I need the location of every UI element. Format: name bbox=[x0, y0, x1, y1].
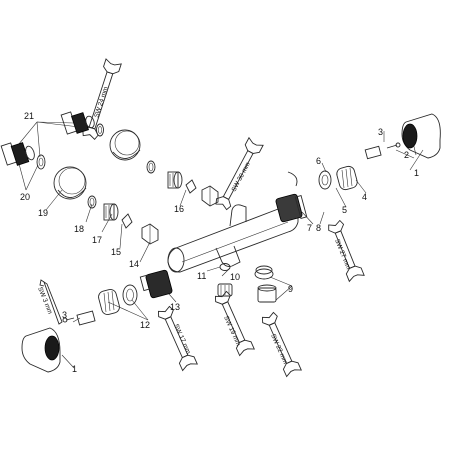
cone-15 bbox=[121, 213, 133, 229]
wrench-sw22-label: SW 22 mm bbox=[269, 333, 288, 365]
oring-10 bbox=[219, 263, 231, 271]
thermostat-cartridge-7 bbox=[275, 171, 308, 223]
mixer-body bbox=[167, 204, 299, 273]
nut-14-lower bbox=[141, 223, 159, 245]
check-valve-17-lower bbox=[103, 203, 119, 221]
strainer-18-lower bbox=[87, 195, 97, 209]
part-labels: 21 20 19 18 17 15 14 16 3 2 1 6 4 5 7 8 … bbox=[20, 111, 419, 374]
aerator-9-lower bbox=[257, 284, 277, 303]
screw-2-right bbox=[386, 142, 401, 149]
label-2: 2 bbox=[404, 150, 409, 160]
label-21: 21 bbox=[24, 111, 34, 121]
connector-left-upper bbox=[60, 111, 95, 135]
cone-16 bbox=[185, 179, 197, 194]
label-18: 18 bbox=[74, 224, 84, 234]
label-1-right: 1 bbox=[414, 168, 419, 178]
escutcheon-upper bbox=[109, 129, 141, 161]
label-14: 14 bbox=[129, 259, 139, 269]
diverter-cartridge-13 bbox=[139, 269, 173, 299]
label-19: 19 bbox=[38, 208, 48, 218]
ring-6 bbox=[318, 170, 332, 190]
wrench-sw17: SW 17 mm bbox=[157, 305, 198, 372]
label-15: 15 bbox=[111, 247, 121, 257]
spindle-3-left bbox=[62, 310, 96, 326]
sleeve-5 bbox=[336, 165, 358, 191]
label-10: 10 bbox=[230, 272, 240, 282]
label-20: 20 bbox=[20, 192, 30, 202]
label-9: 9 bbox=[288, 284, 293, 294]
check-valve-17-upper bbox=[167, 171, 183, 189]
wrench-sw30: SW 30 mm bbox=[215, 136, 264, 211]
handle-1-right bbox=[401, 113, 441, 159]
label-1-left: 1 bbox=[72, 364, 77, 374]
wrench-sw19: SW 19 mm bbox=[214, 290, 255, 357]
nut-14-upper bbox=[201, 185, 219, 207]
allen-key-sw3: SW 3 mm bbox=[36, 279, 63, 325]
label-3-right: 3 bbox=[378, 127, 383, 137]
leader-lines bbox=[13, 121, 424, 369]
wrench-sw17-label: SW 17 mm bbox=[172, 323, 191, 355]
label-11: 11 bbox=[197, 271, 206, 281]
strainer-18-upper bbox=[146, 160, 156, 174]
wrench-sw22: SW 22 mm bbox=[261, 311, 302, 378]
handle-1-left bbox=[21, 327, 61, 373]
escutcheon-lower bbox=[53, 166, 87, 200]
aerator-9-upper bbox=[254, 265, 274, 280]
label-5: 5 bbox=[342, 205, 347, 215]
connector-left-lower bbox=[0, 142, 35, 166]
label-8: 8 bbox=[316, 223, 321, 233]
seal-rings-20 bbox=[36, 123, 104, 170]
label-3-left: 3 bbox=[62, 310, 67, 320]
nozzle-11 bbox=[217, 283, 233, 297]
label-17: 17 bbox=[92, 235, 102, 245]
label-7: 7 bbox=[307, 223, 312, 233]
wrench-sw24-label: SW 24 mm bbox=[93, 86, 110, 119]
spindle-3-right bbox=[364, 145, 382, 160]
sleeve-12 bbox=[98, 284, 138, 316]
wrench-sw27: SW 27 mm bbox=[328, 219, 365, 283]
label-6: 6 bbox=[316, 156, 321, 166]
wrench-sw27-label: SW 27 mm bbox=[333, 238, 352, 270]
label-4: 4 bbox=[362, 192, 367, 202]
label-13: 13 bbox=[170, 302, 180, 312]
wrench-sw19-label: SW 19 mm bbox=[222, 315, 241, 347]
label-16: 16 bbox=[174, 204, 184, 214]
label-12: 12 bbox=[140, 320, 150, 330]
